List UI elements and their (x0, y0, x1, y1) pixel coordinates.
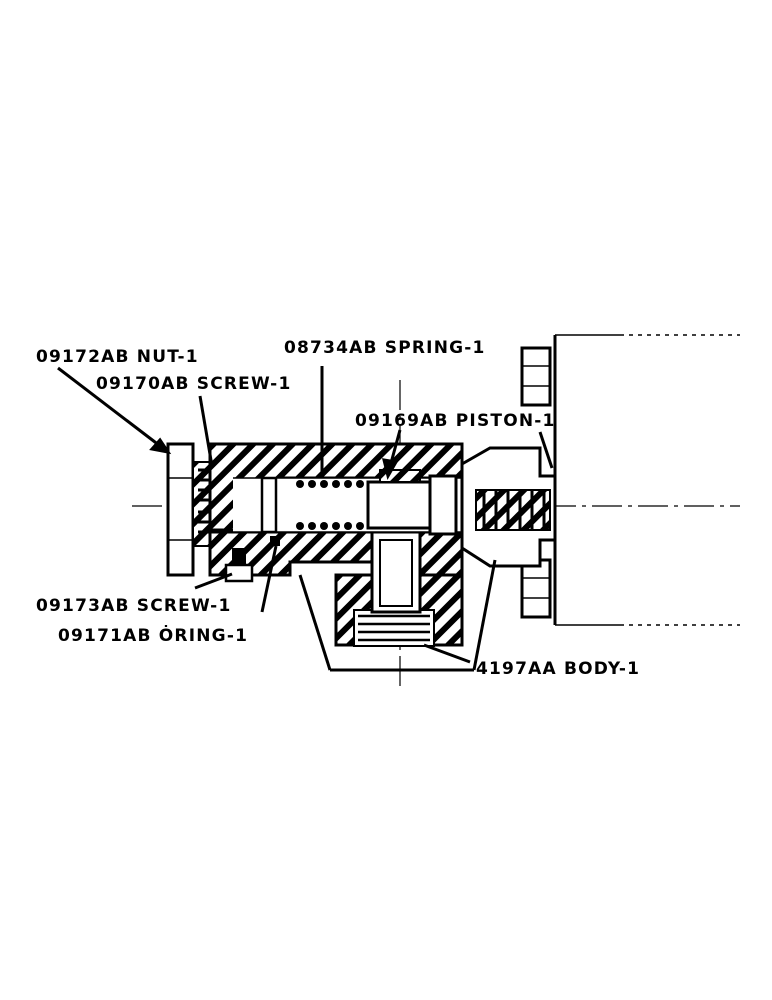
nut-label: 09172AB NUT-1 (36, 347, 199, 367)
body-part (208, 442, 464, 647)
piston-part (366, 469, 458, 536)
screw-small-label: 09173AB SCREW-1 (36, 596, 231, 616)
spring-part (296, 480, 364, 530)
leader-lines (57, 366, 554, 672)
small-screw-part (224, 548, 254, 583)
oring-label: 09171AB ȮRING-1 (58, 624, 248, 646)
piston-label: 09169AB PISTON-1 (355, 411, 556, 431)
body-label: 4197AA BODY-1 (476, 659, 640, 679)
oring-part (270, 536, 280, 546)
spring-label: 08734AB SPRING-1 (284, 338, 486, 358)
nut-part (166, 442, 195, 577)
screw-main-label: 09170AB SCREW-1 (96, 374, 291, 394)
fitting-part (460, 446, 557, 568)
